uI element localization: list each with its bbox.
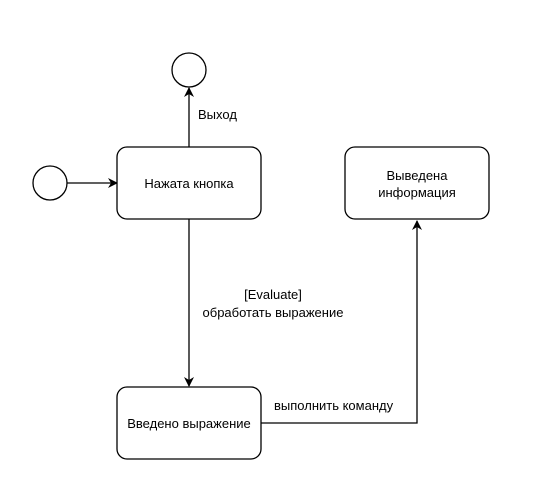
evaluate-action-label: обработать выражение [203, 305, 344, 320]
state-entered-box [116, 386, 262, 460]
state-entered-label: Введено выражение [127, 416, 251, 431]
exit-transition-label: Выход [198, 107, 237, 122]
evaluate-guard-label: [Evaluate] [244, 287, 302, 302]
state-output-label-line1: Выведена [387, 168, 449, 183]
state-entered: Введено выражение [116, 386, 262, 460]
final-state [171, 52, 207, 88]
state-pressed-box [116, 146, 262, 220]
initial-state [32, 165, 68, 201]
state-output-label-line2: информация [378, 185, 456, 200]
state-pressed-label: Нажата кнопка [144, 176, 234, 191]
execute-transition-arrow [261, 220, 422, 424]
state-output: Выведена информация [344, 146, 490, 220]
state-pressed: Нажата кнопка [116, 146, 262, 220]
state-output-box [344, 146, 490, 220]
execute-transition-label: выполнить команду [274, 398, 394, 413]
